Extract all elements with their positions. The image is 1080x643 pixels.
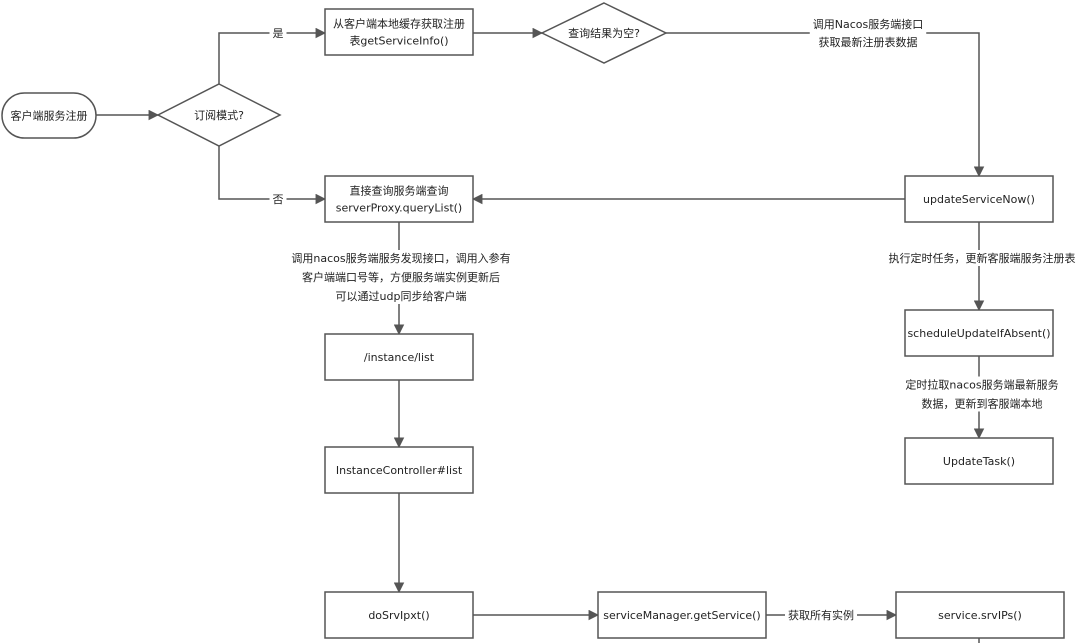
edge-label-get-all: 获取所有实例 <box>785 607 857 623</box>
label-background <box>785 607 857 623</box>
edge-label-call-discovery: 调用nacos服务端服务发现接口，调用入参有客户端端口号等，方便服务端实例更新后… <box>288 250 514 304</box>
node-label: 从客户端本地缓存获取注册 <box>333 17 465 31</box>
node-label: 客户端服务注册 <box>11 109 88 123</box>
edge-label-text: 定时拉取nacos服务端最新服务 <box>905 378 1058 392</box>
edge-label-text: 是 <box>273 27 284 40</box>
label-background <box>902 376 1062 412</box>
node-box <box>324 333 474 381</box>
node-label: 表getServiceInfo() <box>349 34 448 48</box>
edge-label-scheduled-task: 执行定时任务，更新客服端服务注册表 <box>885 250 1079 266</box>
node-box <box>904 437 1054 485</box>
node-label: InstanceController#list <box>336 464 463 477</box>
decision-diamond <box>156 83 282 147</box>
node-label: 直接查询服务端查询 <box>350 184 449 198</box>
edge-label-text: 调用nacos服务端服务发现接口，调用入参有 <box>291 251 510 265</box>
edge-label-text: 执行定时任务，更新客服端服务注册表 <box>889 251 1076 265</box>
label-background <box>288 250 514 304</box>
edge-label-text: 否 <box>273 193 284 206</box>
label-background <box>809 17 927 50</box>
node-label: /instance/list <box>364 351 435 364</box>
edge-label-text: 可以通过udp同步给客户端 <box>336 289 467 303</box>
node-box <box>324 8 474 56</box>
node-query-server: 直接查询服务端查询 serverProxy.queryList() <box>324 175 474 223</box>
node-label: doSrvIpxt() <box>368 609 429 622</box>
label-background <box>269 192 287 207</box>
edge-label-text: 数据，更新到客服端本地 <box>922 397 1043 411</box>
node-label: service.srvIPs() <box>938 609 1022 622</box>
node-label: serviceManager.getService() <box>603 609 760 622</box>
node-get-service: serviceManager.getService() <box>597 591 767 639</box>
node-box <box>895 591 1065 639</box>
node-label: 查询结果为空? <box>568 26 640 40</box>
node-box <box>324 591 474 639</box>
node-box <box>597 591 767 639</box>
edge-decision-yes <box>218 27 327 84</box>
label-background <box>885 250 1079 266</box>
edge-label-no: 否 <box>269 192 287 207</box>
node-label: UpdateTask() <box>943 455 1015 468</box>
edge-empty-to-update <box>666 32 985 178</box>
node-label: 订阅模式? <box>194 109 244 122</box>
node-instance-list: /instance/list <box>324 333 474 381</box>
edge-label-text: 获取所有实例 <box>788 608 854 622</box>
node-subscribe-decision: 订阅模式? <box>156 83 282 147</box>
label-background <box>269 26 287 41</box>
node-box <box>324 446 474 494</box>
node-result-empty: 查询结果为空? <box>540 2 668 64</box>
node-do-srv-ipxt: doSrvIpxt() <box>324 591 474 639</box>
node-label: scheduleUpdateIfAbsent() <box>907 327 1050 340</box>
node-update-now: updateServiceNow() <box>904 175 1054 223</box>
edge-labels: 是否 调用Nacos服务端接口获取最新注册表数据调用nacos服务端服务发现接口，… <box>269 17 1079 623</box>
node-label: updateServiceNow() <box>923 193 1035 206</box>
edge-label-text: 获取最新注册表数据 <box>819 35 918 49</box>
node-box <box>904 175 1054 223</box>
node-srv-ips: service.srvIPs() <box>895 591 1065 639</box>
edge-label-yes: 是 <box>269 26 287 41</box>
edge-decision-no <box>218 146 327 205</box>
node-label: serverProxy.queryList() <box>336 202 462 215</box>
node-instance-controller: InstanceController#list <box>324 446 474 494</box>
decision-diamond <box>540 2 668 64</box>
terminator-shape <box>1 92 97 139</box>
node-box <box>324 175 474 223</box>
node-start: 客户端服务注册 <box>1 92 97 139</box>
nodes: 客户端服务注册 订阅模式? 从客户端本地缓存获取注册表getServiceInfo(… <box>1 2 1065 639</box>
edge-label-text: 客户端端口号等，方便服务端实例更新后 <box>302 270 500 284</box>
node-schedule-update: scheduleUpdateIfAbsent() <box>904 309 1054 357</box>
edge-label-text: 调用Nacos服务端接口 <box>813 18 923 31</box>
node-update-task: UpdateTask() <box>904 437 1054 485</box>
node-box <box>904 309 1054 357</box>
